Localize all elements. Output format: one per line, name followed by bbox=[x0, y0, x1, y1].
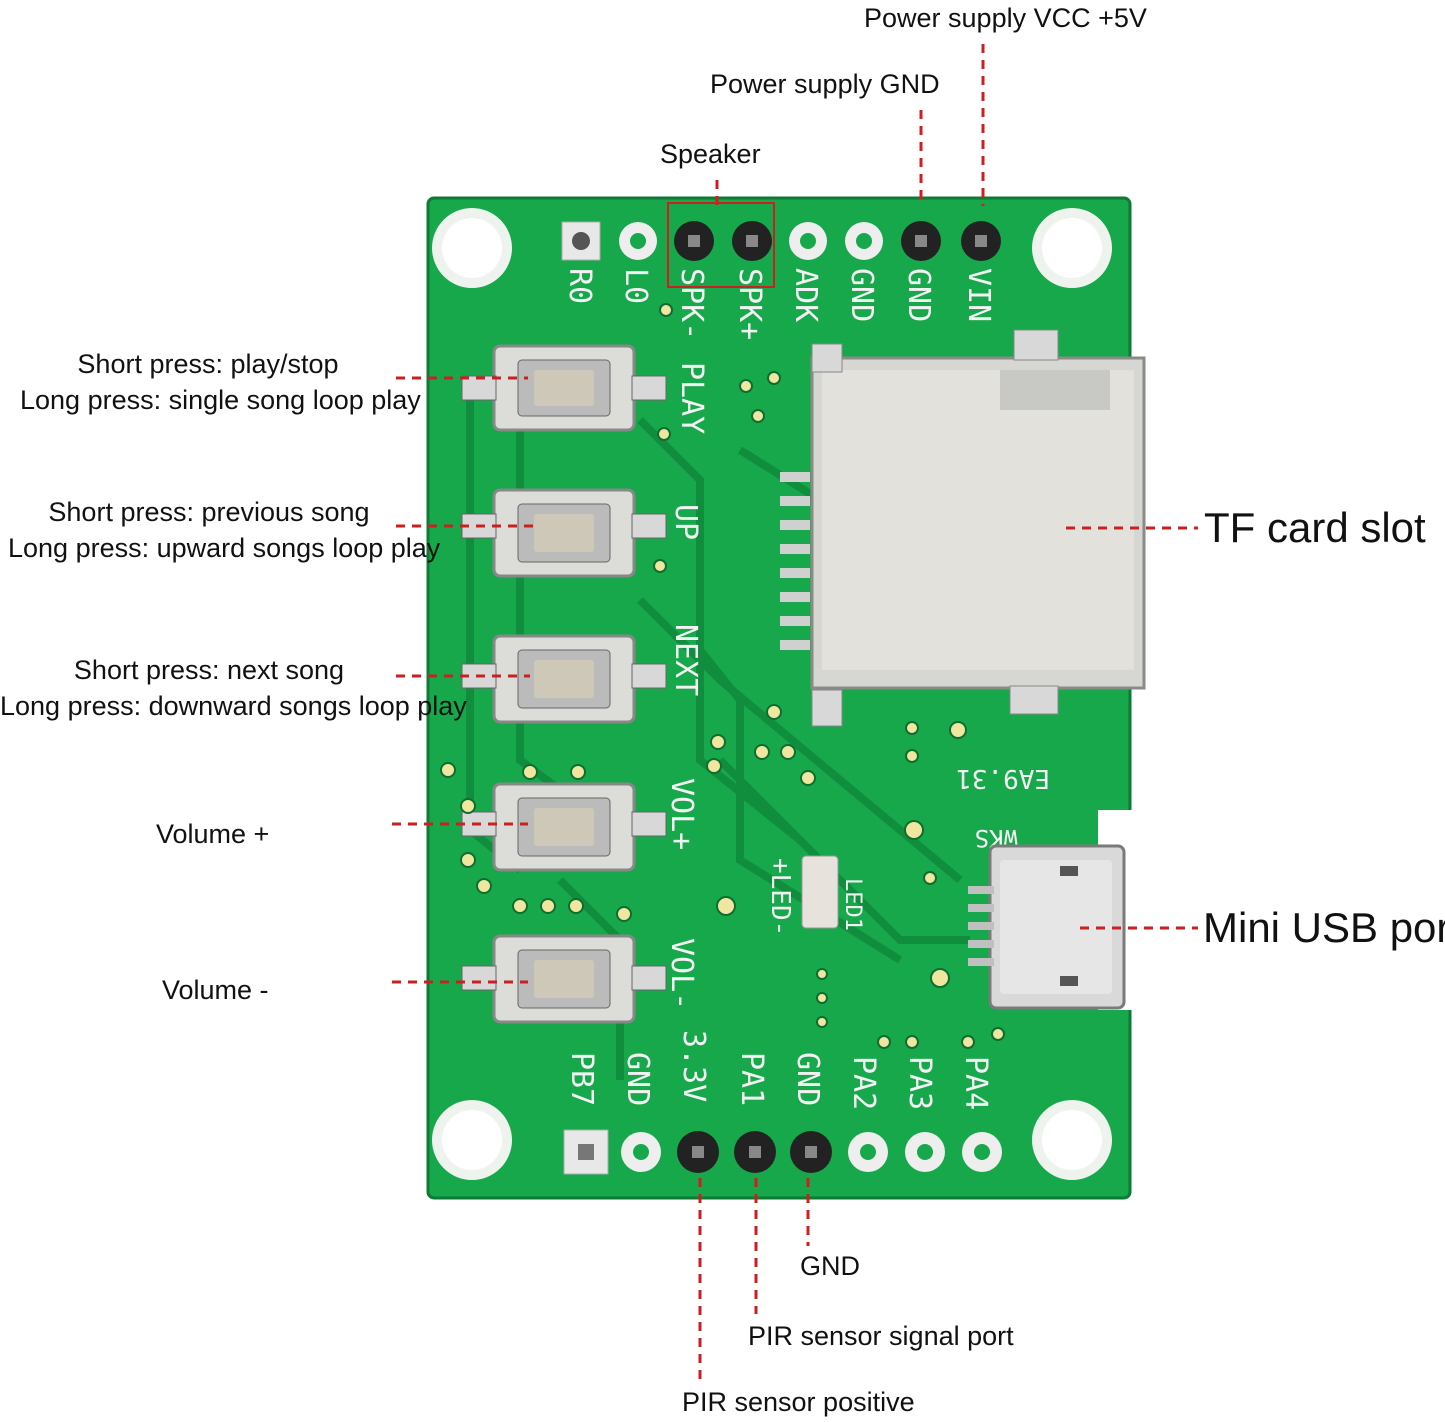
label-gnd-bottom: GND bbox=[800, 1251, 860, 1281]
label-prev-long: Long press: upward songs loop play bbox=[8, 533, 441, 563]
silk-vin: VIN bbox=[961, 268, 996, 322]
label-pir-signal: PIR sensor signal port bbox=[748, 1321, 1014, 1351]
top-silkscreen: R0 L0 SPK- SPK+ ADK GND GND VIN bbox=[562, 268, 996, 340]
top-header-pads bbox=[561, 221, 1001, 261]
speaker-highlight-box bbox=[667, 202, 775, 288]
silk-pa2: PA2 bbox=[846, 1056, 881, 1110]
silk-r0: R0 bbox=[562, 268, 597, 304]
silk-up: UP bbox=[668, 504, 703, 540]
label-play-long: Long press: single song loop play bbox=[20, 385, 421, 415]
label-tf-card: TF card slot bbox=[1204, 504, 1426, 551]
label-vcc: Power supply VCC +5V bbox=[864, 3, 1147, 33]
tf-card-slot bbox=[810, 329, 1146, 727]
silk-l0: L0 bbox=[618, 268, 653, 304]
silk-spk-plus: SPK+ bbox=[732, 268, 767, 340]
button-up bbox=[461, 488, 667, 578]
silk-play: PLAY bbox=[674, 362, 709, 434]
silk-pb7: PB7 bbox=[564, 1052, 599, 1106]
pcb-vias bbox=[440, 303, 1005, 1049]
silk-adk: ADK bbox=[788, 268, 823, 322]
silk-pa4: PA4 bbox=[958, 1056, 993, 1110]
label-speaker: Speaker bbox=[660, 139, 761, 169]
label-usb: Mini USB port bbox=[1203, 904, 1445, 951]
silk-3v3: 3.3V bbox=[676, 1030, 711, 1102]
silk-pa1: PA1 bbox=[734, 1052, 769, 1106]
mounting-holes bbox=[432, 208, 1112, 1180]
silk-gnd-2: GND bbox=[901, 268, 936, 322]
label-next: Short press: next song Long press: downw… bbox=[0, 652, 467, 724]
label-prev-short: Short press: previous song bbox=[48, 497, 370, 527]
label-vol-down: Volume - bbox=[162, 975, 269, 1005]
label-play: Short press: play/stop Long press: singl… bbox=[20, 346, 421, 418]
silk-spk-minus: SPK- bbox=[674, 268, 709, 340]
label-prev: Short press: previous song Long press: u… bbox=[8, 494, 441, 566]
silk-gnd-1: GND bbox=[844, 268, 879, 322]
label-next-short: Short press: next song bbox=[73, 655, 345, 685]
silk-vol-up: VOL+ bbox=[664, 778, 699, 850]
silk-vol-down: VOL- bbox=[664, 938, 699, 1010]
label-next-long: Long press: downward songs loop play bbox=[0, 691, 467, 721]
silk-led1: LED1 bbox=[840, 878, 865, 931]
button-play bbox=[461, 344, 667, 432]
mini-usb-port bbox=[968, 844, 1126, 1010]
silk-next: NEXT bbox=[668, 624, 703, 696]
silk-pa3: PA3 bbox=[902, 1056, 937, 1110]
button-vol-down bbox=[461, 934, 667, 1024]
label-vol-up: Volume + bbox=[156, 819, 270, 849]
button-vol-up bbox=[461, 782, 667, 872]
silk-led-pm: +LED- bbox=[765, 858, 795, 936]
silk-gnd-b1: GND bbox=[620, 1052, 655, 1106]
label-play-short: Short press: play/stop bbox=[77, 349, 339, 379]
silk-gnd-b2: GND bbox=[790, 1052, 825, 1106]
led-component bbox=[801, 855, 839, 929]
label-pir-positive: PIR sensor positive bbox=[682, 1387, 915, 1417]
tf-card-pins bbox=[780, 472, 810, 650]
label-gnd-power: Power supply GND bbox=[710, 69, 940, 99]
leader-lines bbox=[392, 44, 1198, 1384]
bottom-header-pads bbox=[563, 1129, 1002, 1175]
button-next bbox=[461, 634, 667, 724]
silk-ea931: EA9.31 bbox=[956, 763, 1050, 793]
bottom-silkscreen: PB7 GND 3.3V PA1 GND PA2 PA3 PA4 bbox=[564, 1030, 993, 1110]
